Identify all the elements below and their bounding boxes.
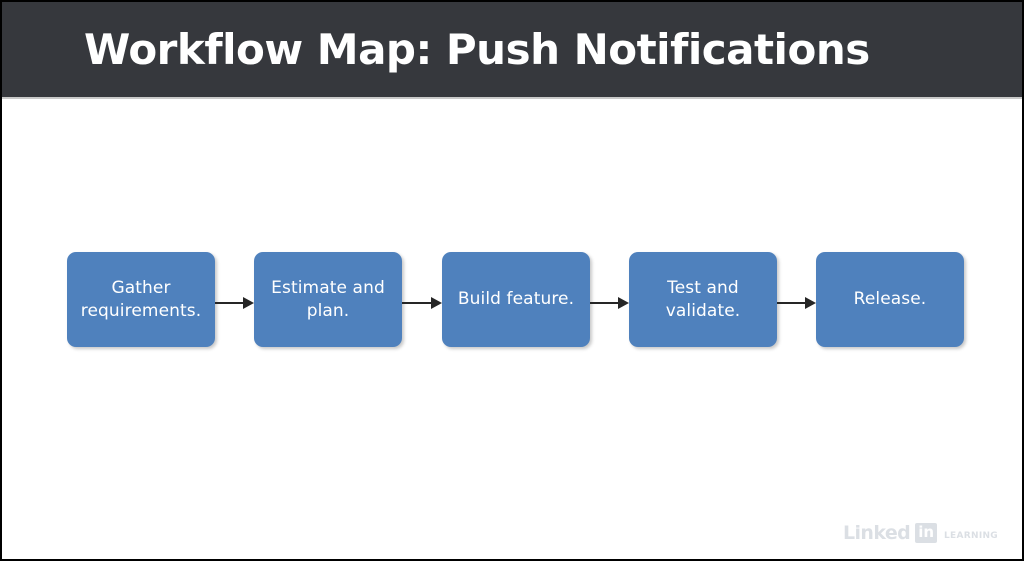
arrow-shaft xyxy=(402,302,432,304)
linkedin-in-badge-icon: in xyxy=(915,523,938,543)
slide-header-bar: Workflow Map: Push Notifications xyxy=(2,2,1022,99)
page-title: Workflow Map: Push Notifications xyxy=(84,24,870,74)
arrow-shaft xyxy=(590,302,619,304)
flow-arrow-3 xyxy=(590,296,629,310)
flow-node-label: Test and validate. xyxy=(665,277,741,321)
flow-node-label: Release. xyxy=(853,289,927,310)
flow-node-release[interactable]: Release. xyxy=(816,252,964,347)
flow-node-label: Gather requirements. xyxy=(80,277,202,321)
flow-node-test-and-validate[interactable]: Test and validate. xyxy=(629,252,777,347)
flow-arrow-2 xyxy=(402,296,442,310)
arrow-head-icon xyxy=(431,297,442,309)
flow-node-label: Build feature. xyxy=(457,289,575,310)
flow-node-estimate-and-plan[interactable]: Estimate and plan. xyxy=(254,252,402,347)
watermark-product-text: LEARNING xyxy=(944,531,998,541)
flow-arrow-1 xyxy=(215,296,254,310)
flow-node-build-feature[interactable]: Build feature. xyxy=(442,252,590,347)
arrow-shaft xyxy=(215,302,244,304)
linkedin-learning-watermark: Linked in LEARNING xyxy=(843,523,998,543)
arrow-shaft xyxy=(777,302,806,304)
flow-node-label: Estimate and plan. xyxy=(271,277,385,321)
arrow-head-icon xyxy=(805,297,816,309)
workflow-diagram: Gather requirements. Estimate and plan. … xyxy=(2,97,1022,559)
arrow-head-icon xyxy=(618,297,629,309)
watermark-brand-text: Linked xyxy=(843,521,911,544)
flow-node-gather-requirements[interactable]: Gather requirements. xyxy=(67,252,215,347)
arrow-head-icon xyxy=(243,297,254,309)
flow-arrow-4 xyxy=(777,296,816,310)
